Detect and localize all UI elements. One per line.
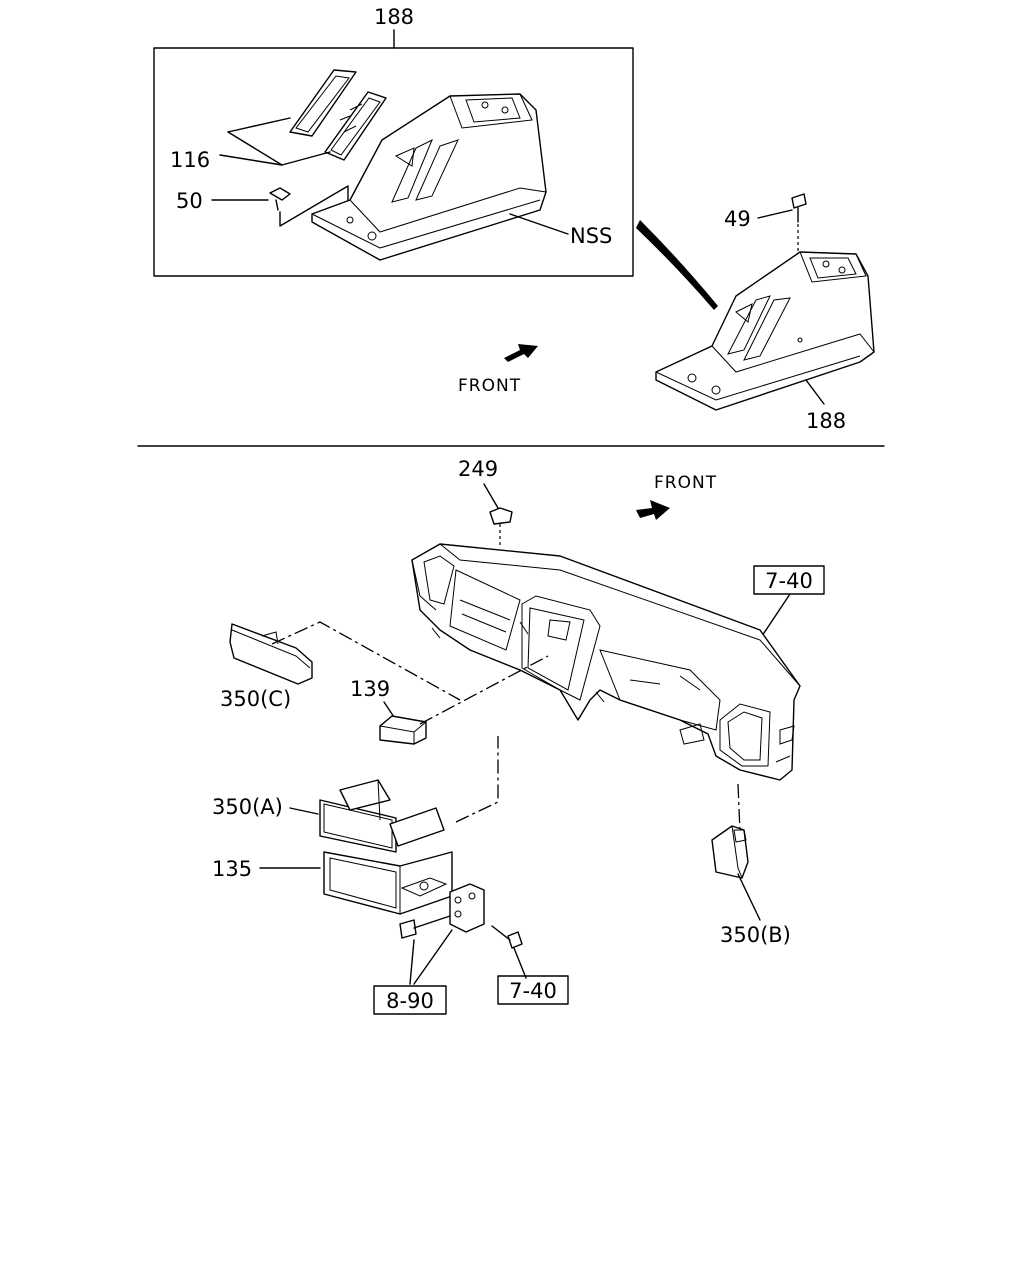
part-139: 139 (350, 655, 549, 745)
part-350b: 350(B) (711, 783, 791, 947)
label-188-console: 188 (806, 409, 846, 433)
ref-7-40-bottom: 7-40 (497, 975, 569, 1005)
label-249: 249 (458, 457, 498, 481)
label-116: 116 (170, 148, 210, 172)
instrument-panel (411, 543, 801, 781)
console-nss: NSS (311, 93, 612, 261)
bolt-8-90 (399, 915, 453, 985)
front-arrow-top: FRONT (458, 344, 538, 396)
bracket (449, 883, 485, 933)
label-49: 49 (724, 207, 751, 231)
label-350a: 350(A) (212, 795, 283, 819)
shift-boot-covers (289, 69, 387, 161)
part-350c: 350(C) (220, 621, 461, 711)
label-135: 135 (212, 857, 252, 881)
console-188: 188 (655, 251, 875, 433)
screw-7-40 (491, 925, 527, 979)
ref-8-90: 8-90 (373, 985, 447, 1015)
transition-arrow (636, 220, 718, 310)
label-188-box: 188 (374, 5, 414, 29)
label-139: 139 (350, 677, 390, 701)
part-135: 135 (212, 851, 453, 915)
label-50: 50 (176, 189, 203, 213)
ref-7-40-top-text: 7-40 (765, 569, 813, 593)
ref-8-90-text: 8-90 (386, 989, 434, 1013)
clip-50: 50 (176, 185, 349, 227)
leader-116: 116 (170, 117, 331, 172)
label-350c: 350(C) (220, 687, 291, 711)
part-350a: 350(A) (212, 736, 499, 853)
ref-7-40-bottom-text: 7-40 (509, 979, 557, 1003)
label-nss: NSS (570, 224, 612, 248)
front-arrow-bottom: FRONT (636, 473, 717, 520)
inset-box: 188 (153, 5, 634, 277)
label-350b: 350(B) (720, 923, 791, 947)
front-label-bottom: FRONT (654, 473, 717, 493)
clip-249: 249 (458, 457, 513, 546)
front-label-top: FRONT (458, 376, 521, 396)
